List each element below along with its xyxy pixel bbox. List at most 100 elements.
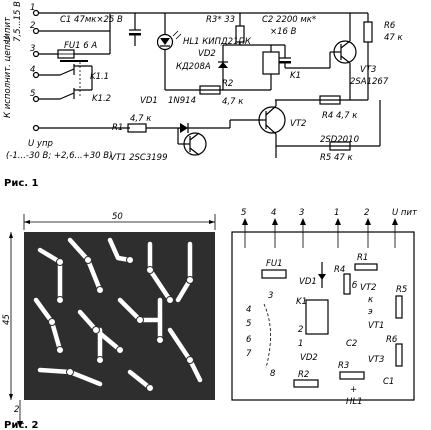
- board-r2-label: R2: [298, 370, 309, 380]
- transistor-pins: б к э: [352, 281, 374, 317]
- terminal-3-label: 3: [30, 44, 35, 54]
- relay-contacts: K1.1 K1.2: [38, 60, 111, 104]
- relay-pin-8: 8: [270, 369, 276, 379]
- relay-pin-7: 7: [246, 349, 252, 359]
- board-c1-label: C1: [383, 377, 394, 387]
- board-r6-label: R6: [386, 335, 398, 345]
- diode-vd1: [180, 123, 188, 133]
- vd1-label: VD1: [140, 96, 158, 106]
- r1-value: 4,7 к: [130, 114, 152, 124]
- r4-label: R4 4,7 к: [322, 111, 358, 121]
- terminal-2-label: 2: [30, 21, 35, 31]
- resistor-r6: R6 47 к: [363, 13, 404, 100]
- relay-pin-5: 5: [246, 319, 251, 329]
- r2-value: 4,7 к: [222, 97, 244, 107]
- board-fu1-label: FU1: [266, 259, 283, 269]
- dimension-height: 45: [2, 314, 12, 325]
- relay-coil: [262, 51, 280, 75]
- r3-label: R3* 33: [206, 15, 235, 25]
- terminal-control: [32, 124, 40, 132]
- diode-vd2: VD2 КД208А: [176, 45, 228, 90]
- board-terminal-3: 3: [299, 208, 304, 218]
- control-range: (-1...-30 В; +2,6...+30 В): [6, 151, 112, 161]
- dimension-width: 50: [112, 212, 123, 222]
- board-c2-label: C2: [346, 339, 357, 349]
- schematic: U пит 7,5...15 В К исполнит. цепям 1 2 3…: [3, 1, 404, 163]
- vt2-pin-b: б: [352, 281, 357, 291]
- terminal-1-label: 1: [30, 3, 35, 13]
- relay-pin-3: 3: [268, 291, 273, 301]
- pcb-component-view: 5 4 3 1 2 U пит 2 FU1 VD1: [14, 208, 418, 428]
- control-label: U упр: [28, 139, 53, 149]
- relay-k1: R3* 33 K1: [206, 13, 301, 90]
- board-r1-label: R1: [357, 253, 368, 263]
- relay-pin-4: 4: [246, 305, 251, 315]
- board-r3-label: R3: [338, 361, 349, 371]
- resistor-r5: R5 47 к: [276, 100, 381, 163]
- board-r4-label: R4: [334, 265, 345, 275]
- resistor-r2: R2 4,7 к: [165, 79, 271, 107]
- board-terminal-left: 2: [14, 405, 19, 415]
- board-r1: [354, 263, 378, 271]
- vt2-label: VT2: [290, 119, 306, 129]
- board-terminal-4: 4: [271, 208, 276, 218]
- supply-label: U пит: [3, 16, 13, 42]
- vd2-type: КД208А: [176, 62, 211, 72]
- relay-pin-numbers: 3 4 5 6 7 8 1 2: [246, 291, 303, 379]
- vt3-type: 2SA1267: [350, 77, 389, 87]
- vt1-label: VT1 2SC3199: [110, 153, 168, 163]
- vt2-pin-e: э: [368, 307, 373, 317]
- r6-value: 47 к: [384, 33, 404, 43]
- board-plus-sign: +: [350, 385, 357, 395]
- board-terminal-5: 5: [241, 208, 246, 218]
- relay-pin-1: 1: [298, 339, 303, 349]
- board-r5: [395, 295, 403, 319]
- fuse-fu1: FU1 6 А: [38, 31, 111, 59]
- board-terminal-1: 1: [334, 208, 339, 218]
- led-hl1: HL1 КИПД21ПК: [156, 13, 252, 90]
- k1-label: K1: [290, 71, 301, 81]
- board-terminal-2: 2: [364, 208, 369, 218]
- pcb-pads: [48, 256, 194, 392]
- board-r3: [339, 371, 365, 380]
- capacitor-c1: C1 47мк×25 В: [60, 13, 141, 46]
- c2-label: C2 2200 мк*: [262, 15, 316, 25]
- vd2-label: VD2: [198, 49, 216, 59]
- relay-pin-2: 2: [298, 325, 303, 335]
- board-r6: [395, 343, 403, 367]
- terminal-5-label: 5: [30, 89, 35, 99]
- board-hl1-label: HL1: [346, 397, 363, 407]
- board-k1: [305, 299, 329, 335]
- k11-label: K1.1: [90, 72, 109, 82]
- c1-label: C1 47мк×25 В: [60, 15, 123, 25]
- terminal-4-label: 4: [30, 65, 35, 75]
- r6-label: R6: [384, 21, 396, 31]
- vt2-type: 2SD2010: [320, 135, 359, 145]
- board-vd1-label: VD1: [299, 277, 317, 287]
- board-supply-label: U пит: [392, 208, 418, 218]
- r5-label: R5 47 к: [320, 153, 354, 163]
- board-r5-label: R5: [396, 285, 407, 295]
- fig1-caption: Рис. 1: [4, 178, 39, 189]
- board-fu1: [261, 269, 287, 279]
- board-vt1-label: VT1: [368, 321, 384, 331]
- board-vd2-label: VD2: [300, 353, 318, 363]
- input-chain: VD1 1N914 R1 4,7 к: [38, 96, 231, 133]
- component-board-outline: [231, 231, 415, 401]
- vd1-type: 1N914: [168, 96, 196, 106]
- relay-pin-6: 6: [246, 335, 252, 345]
- pcb-copper-view: 50 45: [2, 212, 216, 400]
- transistor-vt2: VT2 2SD2010: [230, 100, 359, 158]
- hl1-label: HL1 КИПД21ПК: [183, 37, 252, 47]
- load-label: К исполнит. цепям: [3, 33, 13, 118]
- resistor-r1: [127, 123, 147, 133]
- fig2-caption: Рис. 2: [4, 420, 39, 430]
- terminals: 1 2 3 4 5: [30, 3, 40, 132]
- board-r4: [343, 273, 351, 295]
- board-vt3-label: VT3: [368, 355, 384, 365]
- transistor-vt1: VT1 2SC3199: [110, 128, 207, 163]
- capacitor-c2: C2 2200 мк* ×16 В: [262, 15, 330, 69]
- c2-voltage: ×16 В: [270, 27, 297, 37]
- fu1-label: FU1 6 А: [64, 41, 97, 51]
- supply-value: 7,5...15 В: [13, 1, 23, 42]
